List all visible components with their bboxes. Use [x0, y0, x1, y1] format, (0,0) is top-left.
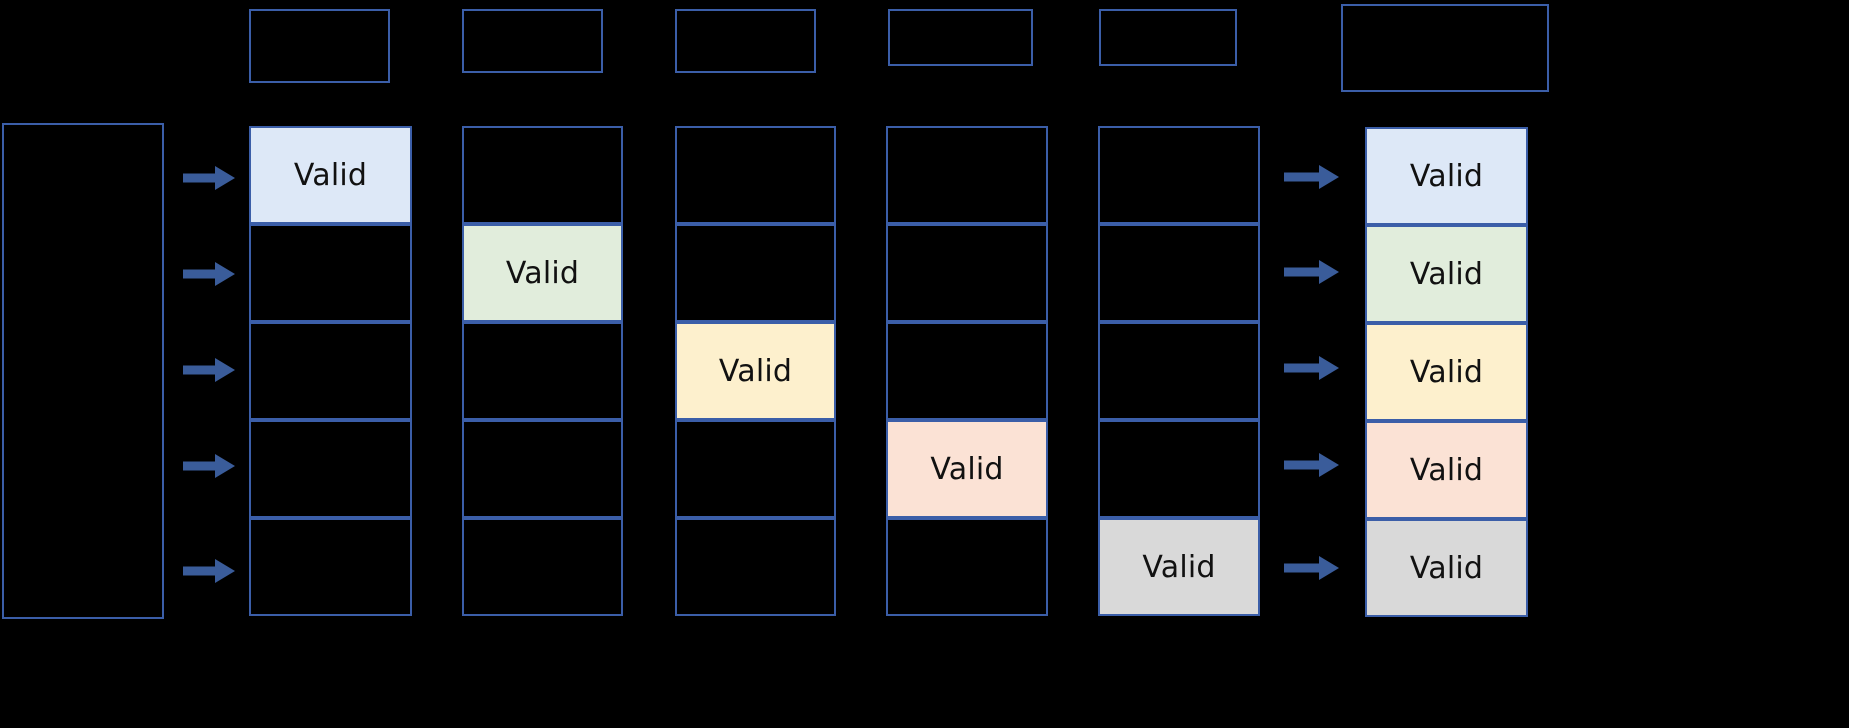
- column-3-cell-5[interactable]: [675, 518, 836, 616]
- arrow-shaft: [1284, 563, 1321, 573]
- column-4-cell-1[interactable]: [886, 126, 1048, 224]
- top-box-6[interactable]: [1341, 4, 1549, 92]
- column-3-cell-2[interactable]: [675, 224, 836, 322]
- arrow-head: [1319, 556, 1339, 580]
- arrow-shaft: [183, 173, 217, 183]
- result-column-cell-2-label: Valid: [1409, 256, 1484, 292]
- column-4-cell-2[interactable]: [886, 224, 1048, 322]
- arrow-shaft: [1284, 363, 1321, 373]
- arrow-shaft: [183, 566, 217, 576]
- column-1-cell-3[interactable]: [249, 322, 412, 420]
- result-column-cell-4[interactable]: Valid: [1365, 421, 1528, 519]
- column-3-cell-1[interactable]: [675, 126, 836, 224]
- arrow-head: [1319, 165, 1339, 189]
- top-box-4[interactable]: [888, 9, 1033, 66]
- arrow-head: [215, 262, 235, 286]
- column-4-cell-3[interactable]: [886, 322, 1048, 420]
- column-4-cell-4[interactable]: Valid: [886, 420, 1048, 518]
- top-box-2[interactable]: [462, 9, 603, 73]
- column-3-cell-3-label: Valid: [718, 353, 793, 389]
- top-box-1[interactable]: [249, 9, 390, 83]
- column-5-cell-5-label: Valid: [1142, 549, 1216, 585]
- column-2-cell-3[interactable]: [462, 322, 623, 420]
- top-box-5[interactable]: [1099, 9, 1237, 66]
- column-1-cell-4[interactable]: [249, 420, 412, 518]
- column-3-cell-3[interactable]: Valid: [675, 322, 836, 420]
- result-column-cell-1-label: Valid: [1409, 158, 1484, 194]
- result-column-cell-4-label: Valid: [1409, 452, 1484, 488]
- result-column-cell-5[interactable]: Valid: [1365, 519, 1528, 617]
- column-5-cell-3[interactable]: [1098, 322, 1260, 420]
- arrow-head: [215, 559, 235, 583]
- arrow-shaft: [183, 365, 217, 375]
- top-box-3[interactable]: [675, 9, 816, 73]
- arrow-head: [215, 358, 235, 382]
- column-2-cell-2-label: Valid: [505, 255, 580, 291]
- column-2-cell-4[interactable]: [462, 420, 623, 518]
- column-1-cell-1[interactable]: Valid: [249, 126, 412, 224]
- column-5-cell-1[interactable]: [1098, 126, 1260, 224]
- arrow-shaft: [1284, 460, 1321, 470]
- column-1-cell-1-label: Valid: [293, 157, 368, 193]
- arrow-head: [1319, 356, 1339, 380]
- column-5-cell-5[interactable]: Valid: [1098, 518, 1260, 616]
- column-3-cell-4[interactable]: [675, 420, 836, 518]
- arrow-head: [215, 454, 235, 478]
- arrow-shaft: [1284, 267, 1321, 277]
- result-column-cell-2[interactable]: Valid: [1365, 225, 1528, 323]
- arrow-head: [215, 166, 235, 190]
- column-5-cell-2[interactable]: [1098, 224, 1260, 322]
- result-column-cell-5-label: Valid: [1409, 550, 1484, 586]
- result-column-cell-1[interactable]: Valid: [1365, 127, 1528, 225]
- arrow-head: [1319, 260, 1339, 284]
- column-2-cell-2[interactable]: Valid: [462, 224, 623, 322]
- column-2-cell-1[interactable]: [462, 126, 623, 224]
- column-1-cell-2[interactable]: [249, 224, 412, 322]
- source-box[interactable]: [2, 123, 164, 619]
- column-2-cell-5[interactable]: [462, 518, 623, 616]
- arrow-head: [1319, 453, 1339, 477]
- column-1-cell-5[interactable]: [249, 518, 412, 616]
- column-4-cell-5[interactable]: [886, 518, 1048, 616]
- result-column-cell-3-label: Valid: [1409, 354, 1484, 390]
- result-column-cell-3[interactable]: Valid: [1365, 323, 1528, 421]
- column-4-cell-4-label: Valid: [930, 451, 1004, 487]
- column-5-cell-4[interactable]: [1098, 420, 1260, 518]
- arrow-shaft: [183, 269, 217, 279]
- arrow-shaft: [1284, 172, 1321, 182]
- arrow-shaft: [183, 461, 217, 471]
